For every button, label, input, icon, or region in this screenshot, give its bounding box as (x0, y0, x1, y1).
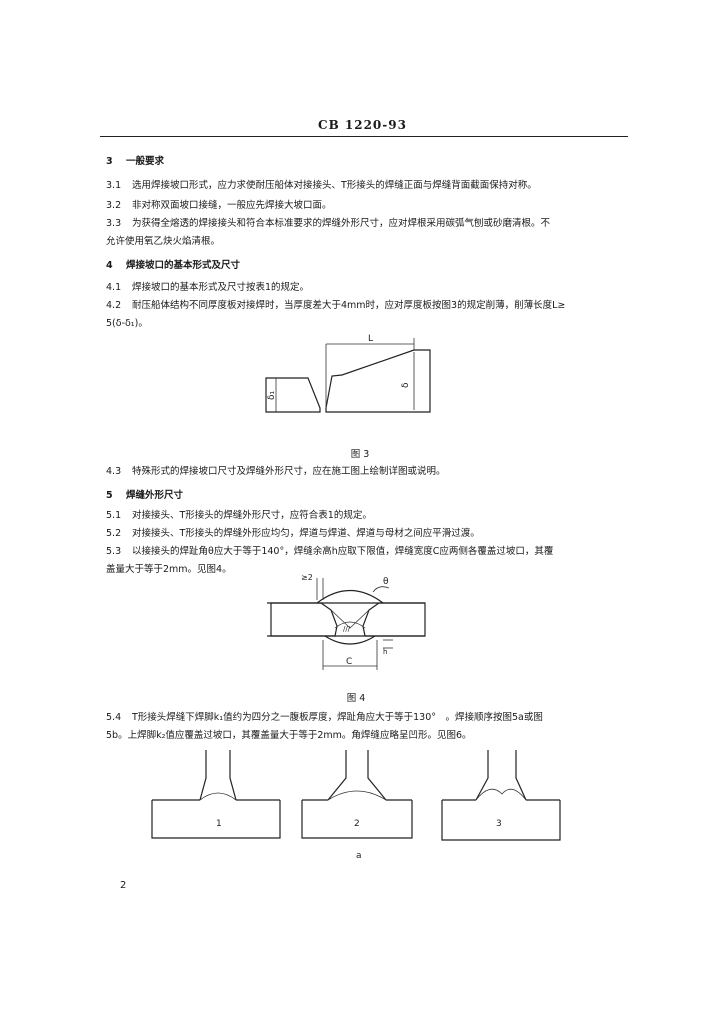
t-joint-2: 2 (301, 750, 413, 839)
dimension-delta1-label: δ₁ (267, 390, 277, 400)
t-joint-3: 3 (441, 750, 561, 841)
weld-cap-top (316, 590, 384, 604)
dimension-h-label: h (383, 648, 387, 656)
section-title-text: 焊缝外形尺寸 (126, 490, 184, 501)
clause-number: 3.1 (106, 180, 122, 191)
paragraph-4-1: 4.1 焊接坡口的基本形式及尺寸按表1的规定。 (106, 278, 592, 298)
clause-number: 5.2 (106, 528, 122, 539)
clause-number: 3.2 (106, 200, 122, 211)
joint-number-1: 1 (216, 819, 222, 829)
joint-number-2: 2 (354, 819, 360, 829)
clause-text: 耐压船体结构不同厚度板对接焊时，当厚度差大于4mm时，应对厚度板按图3的规定削薄… (132, 300, 566, 311)
paragraph-3-3-line-1: 3.3 为获得全熔透的焊接接头和符合本标准要求的焊缝外形尺寸，应对焊根采用碳弧气刨… (106, 214, 592, 234)
section-number: 4 (106, 260, 113, 271)
weld-passes-hatch: /// (343, 625, 351, 633)
paragraph-5-4-line-2: 5b。上焊脚k₂值应覆盖过坡口，其覆盖量大于等于2mm。角焊缝应略呈凹形。见图6… (106, 730, 472, 741)
figure-3-plate-taper-diagram: L δ₁ δ (265, 334, 431, 413)
clause-number: 5.4 (106, 712, 122, 723)
section-title-text: 焊接坡口的基本形式及尺寸 (126, 260, 241, 271)
clause-text: 对接接头、T形接头的焊缝外形尺寸，应符合表1的规定。 (132, 510, 372, 521)
angle-theta-label: θ (383, 577, 389, 587)
clause-text: T形接头焊缝下焊脚k₁值约为四分之一腹板厚度，焊趾角应大于等于130° 。焊接顺… (132, 712, 543, 723)
figure-5a-sub-caption: a (356, 851, 362, 861)
clause-number: 5.3 (106, 546, 122, 557)
clause-text: 非对称双面坡口接缝，一般应先焊接大坡口面。 (132, 200, 332, 211)
clause-text: 为获得全熔透的焊接接头和符合本标准要求的焊缝外形尺寸，应对焊根采用碳弧气刨或砂磨… (132, 218, 551, 229)
clause-text: 选用焊接坡口形式，应力求使耐压船体对接接头、T形接头的焊缝正面与焊缝背面截面保持… (132, 180, 537, 191)
clause-text: 焊接坡口的基本形式及尺寸按表1的规定。 (132, 282, 310, 293)
page-number: 2 (120, 880, 127, 891)
figure-5a-t-joint-sequence: 1 2 3 a (151, 750, 561, 861)
section-4-title: 4 焊接坡口的基本形式及尺寸 (106, 256, 592, 276)
clause-number: 3.3 (106, 218, 122, 229)
section-number: 5 (106, 490, 113, 501)
joint-number-3: 3 (496, 819, 502, 829)
section-number: 3 (106, 156, 113, 167)
paragraph-3-2: 3.2 非对称双面坡口接缝，一般应先焊接大坡口面。 (106, 196, 592, 216)
paragraph-5-1: 5.1 对接接头、T形接头的焊缝外形尺寸，应符合表1的规定。 (106, 506, 592, 526)
figure-3-caption: 图 3 (350, 449, 370, 460)
paragraph-4-2-line-2: 5(δ-δ₁)。 (106, 318, 148, 329)
paragraph-4-2-line-1: 4.2 耐压船体结构不同厚度板对接焊时，当厚度差大于4mm时，应对厚度板按图3的规… (106, 296, 592, 316)
clause-number: 4.3 (106, 466, 122, 477)
clause-number: 4.2 (106, 300, 122, 311)
figure-4-caption: 图 4 (346, 693, 366, 704)
document-code-header: CB 1220-93 (318, 118, 407, 132)
clause-number: 5.1 (106, 510, 122, 521)
paragraph-5-2: 5.2 对接接头、T形接头的焊缝外形应均匀，焊道与焊道、焊道与母材之间应平滑过渡。 (106, 524, 592, 544)
plate-left (270, 602, 338, 637)
paragraph-3-1: 3.1 选用焊接坡口形式，应力求使耐压船体对接接头、T形接头的焊缝正面与焊缝背面截… (106, 176, 592, 196)
dimension-ge2-label: ≥2 (301, 573, 313, 582)
weld-cap-bottom (324, 635, 376, 645)
dimension-L-label: L (368, 334, 373, 344)
section-title-text: 一般要求 (126, 156, 165, 167)
clause-number: 4.1 (106, 282, 122, 293)
paragraph-5-3-line-2: 盖量大于等于2mm。见图4。 (106, 564, 232, 575)
clause-text: 对接接头、T形接头的焊缝外形应均匀，焊道与焊道、焊道与母材之间应平滑过渡。 (132, 528, 480, 539)
header-rule (100, 136, 628, 137)
clause-text: 特殊形式的焊接坡口尺寸及焊缝外形尺寸，应在施工图上绘制详图或说明。 (132, 466, 446, 477)
section-3-title: 3 一般要求 (106, 152, 592, 172)
thick-plate-tapered (325, 349, 431, 413)
paragraph-4-3: 4.3 特殊形式的焊接坡口尺寸及焊缝外形尺寸，应在施工图上绘制详图或说明。 (106, 462, 592, 482)
plate-right (362, 602, 426, 637)
figure-4-butt-weld-diagram: /// ≥2 θ C h (267, 573, 426, 670)
clause-text: 以接接头的焊趾角θ应大于等于140°，焊缝余高h应取下限值，焊缝宽度C应两侧各覆… (132, 546, 554, 557)
section-5-title: 5 焊缝外形尺寸 (106, 486, 592, 506)
paragraph-5-4-line-1: 5.4 T形接头焊缝下焊脚k₁值约为四分之一腹板厚度，焊趾角应大于等于130° 。… (106, 708, 592, 728)
paragraph-5-3-line-1: 5.3 以接接头的焊趾角θ应大于等于140°，焊缝余高h应取下限值，焊缝宽度C应两… (106, 542, 592, 562)
paragraph-3-3-line-2: 允许使用氧乙炔火焰清根。 (106, 236, 221, 247)
thin-plate (265, 377, 321, 413)
dimension-C-label: C (346, 657, 352, 667)
t-joint-1: 1 (151, 750, 281, 839)
dimension-delta-label: δ (401, 382, 411, 388)
